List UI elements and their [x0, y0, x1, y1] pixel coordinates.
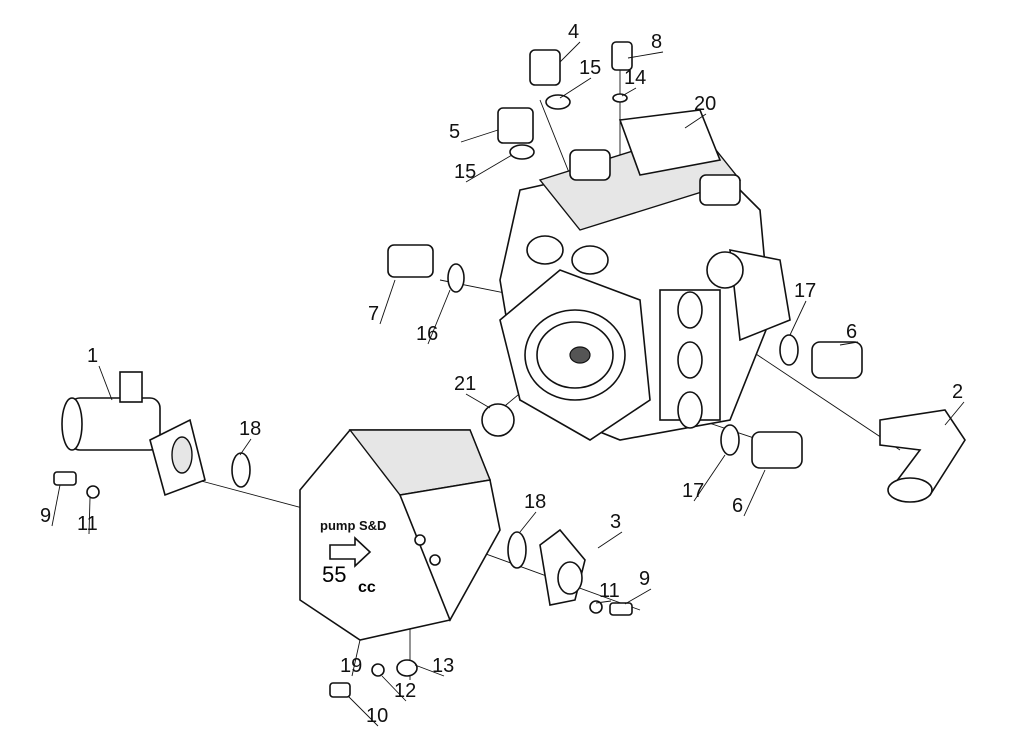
pump-size-text: 55	[322, 562, 346, 587]
callout-number-19: 19	[340, 655, 362, 677]
callout-number-11: 11	[599, 580, 620, 602]
callout-number-21: 21	[454, 373, 476, 395]
pump-model-text: pump S&D	[320, 518, 386, 533]
callout-leader-line	[743, 469, 766, 517]
callout-number-6: 6	[732, 495, 743, 517]
callout-number-8: 8	[651, 31, 662, 53]
callout-number-9: 9	[40, 505, 51, 527]
callout-number-13: 13	[432, 655, 454, 677]
callout-number-18: 18	[239, 418, 261, 440]
callout-number-5: 5	[449, 121, 460, 143]
callout-number-2: 2	[952, 381, 963, 403]
callout-leader-line	[684, 113, 707, 129]
callout-leader-line	[597, 531, 623, 549]
callout-leader-line	[51, 484, 61, 527]
callout-number-4: 4	[568, 21, 579, 43]
callout-leader-line	[88, 497, 91, 535]
main-pump-body	[499, 109, 791, 441]
fittings-top	[387, 41, 633, 293]
callout-leader-line	[519, 511, 537, 533]
callout-number-1: 1	[87, 345, 98, 367]
callout-number-9: 9	[639, 568, 650, 590]
callout-number-7: 7	[368, 303, 379, 325]
callout-leader-line	[595, 600, 612, 604]
callout-number-20: 20	[694, 93, 716, 115]
callout-leader-line	[944, 401, 965, 426]
callout-leader-line	[414, 664, 445, 677]
callout-number-17: 17	[794, 280, 816, 302]
callout-leader-line	[379, 279, 396, 325]
callout-number-17: 17	[682, 480, 704, 502]
callout-leader-line	[621, 87, 637, 97]
callout-leader-line	[465, 154, 513, 183]
callout-number-3: 3	[610, 511, 621, 533]
callout-leader-line	[347, 695, 379, 727]
callout-number-15: 15	[579, 57, 601, 79]
direction-arrow-icon	[329, 536, 372, 568]
callout-number-15: 15	[454, 161, 476, 183]
callout-leader-line	[789, 300, 807, 336]
callout-number-14: 14	[624, 67, 646, 89]
callout-leader-line	[627, 51, 664, 59]
callout-leader-line	[351, 639, 361, 677]
fittings-right	[720, 334, 966, 503]
callout-number-18: 18	[524, 491, 546, 513]
callout-leader-line	[839, 341, 859, 346]
callout-leader-line	[693, 454, 726, 502]
callout-number-16: 16	[416, 323, 438, 345]
callout-leader-line	[559, 41, 581, 63]
callout-leader-line	[465, 393, 491, 409]
callout-leader-line	[239, 438, 252, 456]
callout-number-10: 10	[366, 705, 388, 727]
callout-number-11: 11	[77, 513, 98, 535]
callout-leader-line	[624, 588, 652, 605]
suction-pipe	[53, 371, 251, 499]
callout-leader-line	[559, 77, 592, 99]
pump-unit-text: cc	[358, 579, 376, 596]
callout-leader-line	[427, 289, 451, 345]
gear-pump: pump S&D 55 cc	[299, 403, 633, 698]
callout-leader-line	[381, 675, 407, 702]
callout-number-6: 6	[846, 321, 857, 343]
callout-leader-line	[98, 365, 113, 401]
callout-number-12: 12	[394, 680, 416, 702]
callout-leader-line	[460, 129, 499, 143]
